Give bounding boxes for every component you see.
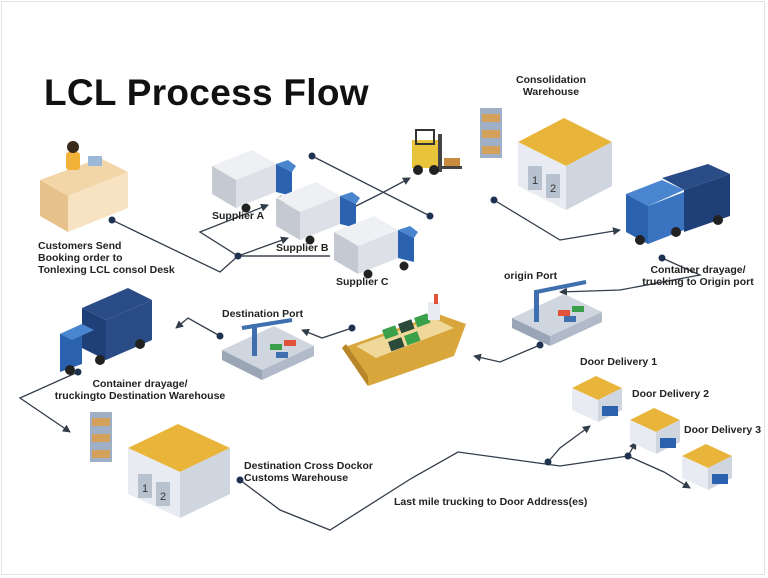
label-supplier-b: Supplier B <box>276 242 329 254</box>
destination-port-crane-icon <box>222 318 314 380</box>
door-delivery-3-house-icon <box>682 444 732 490</box>
customer-desk-icon <box>40 141 128 232</box>
supplier-c-truck-icon <box>334 216 418 279</box>
supplier-a-truck-icon <box>212 150 296 213</box>
label-customers: Customers Send Booking order to Tonlexin… <box>38 240 175 276</box>
connector-destination-port-to-truck <box>175 317 221 337</box>
origin-port-crane-icon <box>512 280 602 346</box>
label-supplier-c: Supplier C <box>336 276 389 288</box>
connector-ship-to-destination-port <box>301 327 353 339</box>
connector-truck-to-destination-warehouse <box>18 371 79 433</box>
label-destination-warehouse: Destination Cross Dockor Customs Warehou… <box>244 460 373 484</box>
connector-truck-to-origin-port <box>559 257 703 296</box>
cargo-ship-icon <box>342 294 466 386</box>
supplier-b-truck-icon <box>276 182 360 245</box>
connector-to-supplier-b <box>237 236 289 257</box>
label-destination-port: Destination Port <box>222 308 304 320</box>
connector-to-supplier-a <box>198 203 269 257</box>
page-title: LCL Process Flow <box>44 72 369 113</box>
label-door-delivery-3: Door Delivery 3 <box>684 424 762 436</box>
svg-text:2: 2 <box>160 491 166 503</box>
flow-connectors <box>18 155 703 531</box>
label-door-delivery-1: Door Delivery 1 <box>580 356 658 368</box>
svg-text:1: 1 <box>532 175 538 187</box>
connector-warehouse-to-truck <box>493 199 621 241</box>
connector-to-door-3 <box>627 455 691 489</box>
connector-to-door-1 <box>547 425 591 463</box>
connector-origin-port-to-ship <box>473 344 541 363</box>
door-delivery-2-house-icon <box>630 408 680 454</box>
label-origin-port: origin Port <box>504 270 558 282</box>
svg-text:1: 1 <box>142 483 148 495</box>
label-container-drayage-origin: Container drayage/ trucking to Origin po… <box>642 264 754 288</box>
svg-text:2: 2 <box>550 183 556 195</box>
origin-container-truck-icon <box>626 164 730 245</box>
label-supplier-a: Supplier A <box>212 210 265 222</box>
connector-suppliers-to-warehouse <box>311 155 431 217</box>
label-consolidation-warehouse: Consolidation Warehouse <box>516 74 586 98</box>
label-container-drayage-destination: Container drayage/ truckingto Destinatio… <box>54 378 226 402</box>
label-door-delivery-2: Door Delivery 2 <box>632 388 710 400</box>
connector-last-mile <box>239 451 629 531</box>
door-delivery-1-house-icon <box>572 376 622 422</box>
consolidation-warehouse-icon: 1 2 <box>480 108 612 210</box>
label-last-mile: Last mile trucking to Door Address(es) <box>394 496 588 508</box>
destination-container-truck-icon <box>60 288 152 375</box>
destination-warehouse-icon: 1 2 <box>90 412 230 518</box>
forklift-icon <box>412 129 462 175</box>
